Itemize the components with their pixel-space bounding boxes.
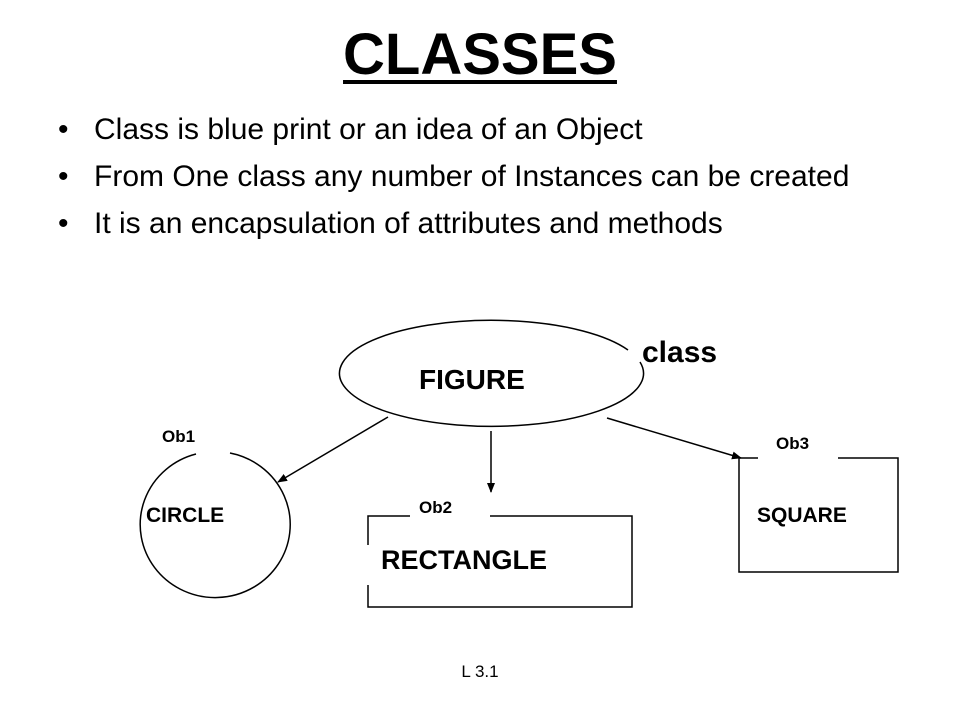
bullet-item: • It is an encapsulation of attributes a… [58,206,918,242]
rectangle-shape [367,515,633,608]
arrow-to-circle [277,416,389,483]
bullet-item: • Class is blue print or an idea of an O… [58,112,918,148]
bullet-dot: • [58,207,69,240]
bullet-text: Class is blue print or an idea of an Obj… [94,113,643,146]
bullet-text: It is an encapsulation of attributes and… [94,207,723,240]
circle-label: CIRCLE [146,504,225,527]
slide-number: L 3.1 [461,662,499,681]
bullet-list: • Class is blue print or an idea of an O… [58,112,918,253]
slide-title: CLASSES [343,22,617,87]
bullet-dot: • [58,160,69,193]
figure-ellipse [338,319,645,428]
ob3-label: Ob3 [776,434,810,453]
class-tag-label: class [642,336,718,369]
circle-shape [139,452,291,599]
square-shape [738,457,899,573]
ob1-label: Ob1 [162,427,196,446]
rectangle-label: RECTANGLE [381,545,547,575]
arrow-to-square [606,417,742,460]
bullet-text: From One class any number of Instances c… [94,160,850,193]
square-label: SQUARE [757,504,847,527]
bullet-item: • From One class any number of Instances… [58,159,918,195]
ob2-label: Ob2 [419,498,453,517]
figure-label: FIGURE [419,364,525,395]
bullet-dot: • [58,113,69,146]
